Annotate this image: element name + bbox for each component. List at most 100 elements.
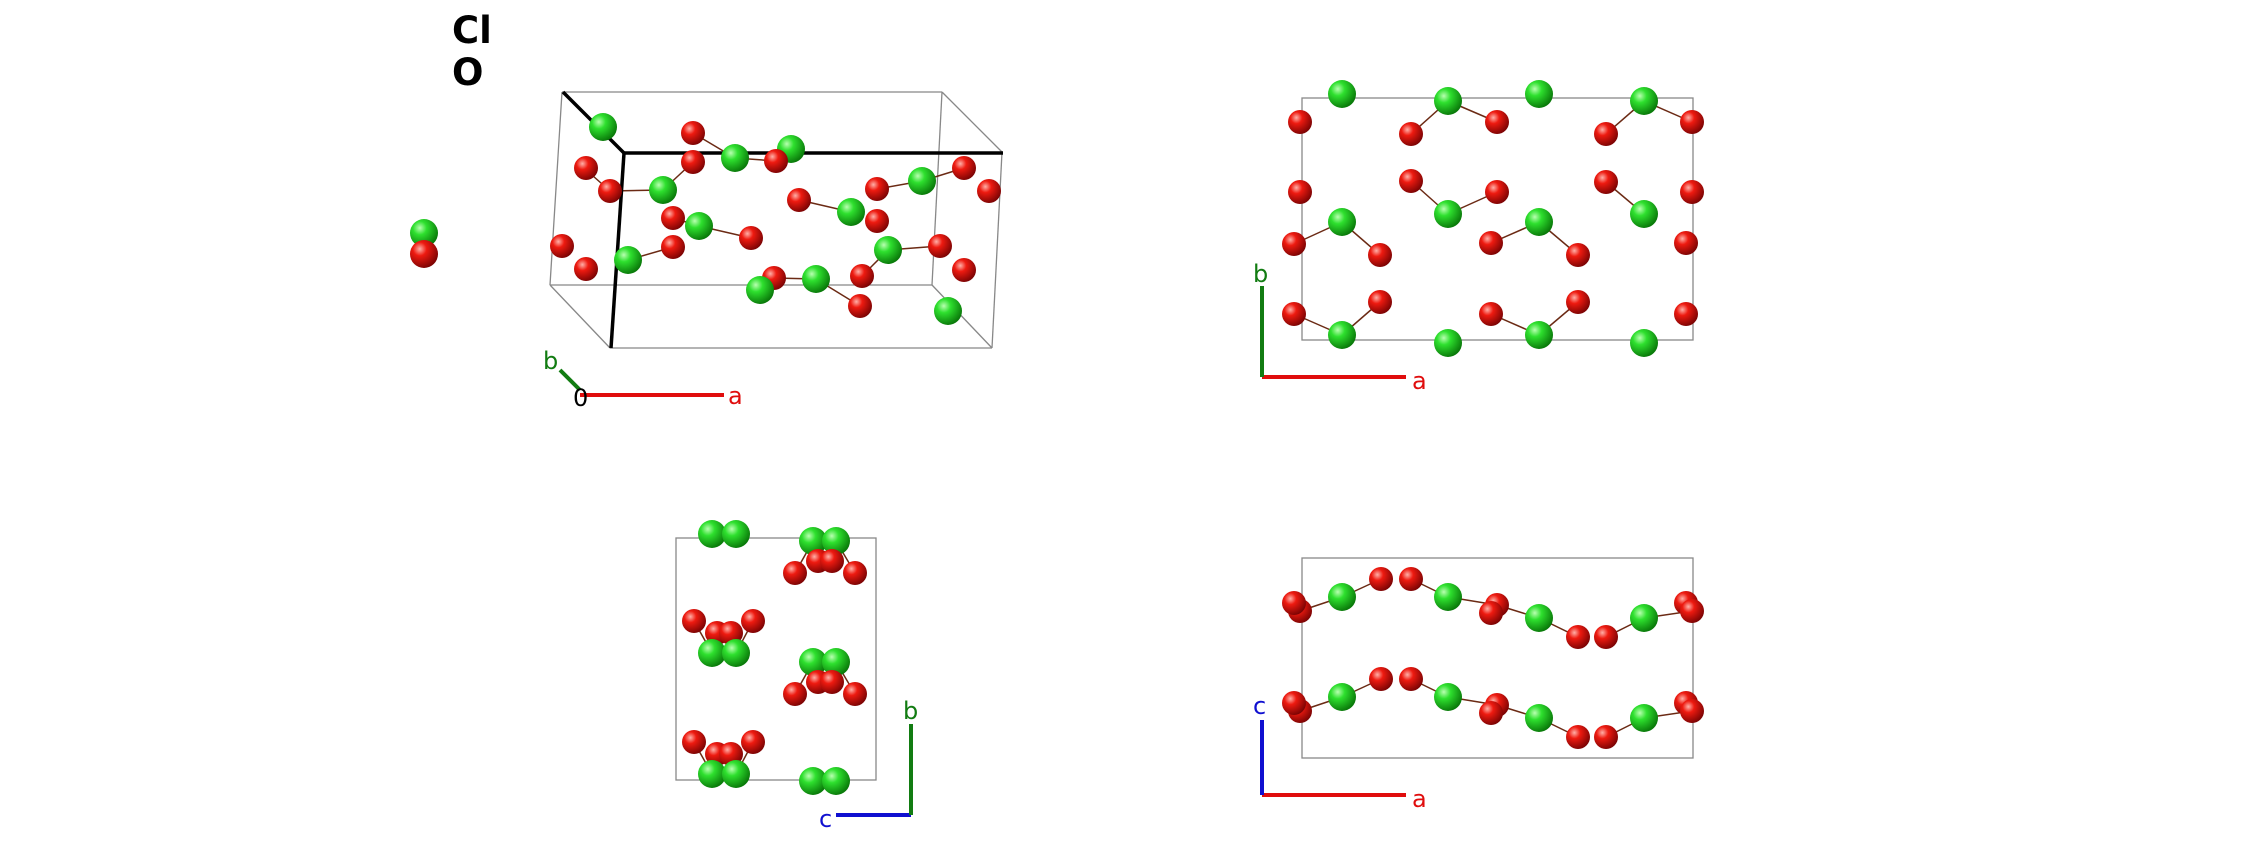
- atom-o: [783, 682, 807, 706]
- atom-o: [820, 549, 844, 573]
- atom-cl: [698, 760, 726, 788]
- atom-cl: [822, 648, 850, 676]
- atom-o: [1282, 591, 1306, 615]
- atom-o: [1288, 180, 1312, 204]
- atom-cl: [1525, 704, 1553, 732]
- axis-label-b: b: [543, 347, 558, 375]
- atom-o: [598, 179, 622, 203]
- atom-cl: [1328, 208, 1356, 236]
- atom-o: [574, 257, 598, 281]
- atom-cl: [799, 767, 827, 795]
- atoms: [550, 113, 1001, 325]
- atom-cl: [746, 276, 774, 304]
- atom-o: [1680, 599, 1704, 623]
- atom-cl: [1630, 604, 1658, 632]
- atom-cl: [698, 520, 726, 548]
- panel-view-cb: b c: [675, 520, 918, 833]
- atom-o: [977, 179, 1001, 203]
- atom-o: [550, 234, 574, 258]
- atom-cl: [908, 167, 936, 195]
- atom-cl: [1328, 683, 1356, 711]
- atom-o: [1566, 725, 1590, 749]
- atom-o: [1479, 231, 1503, 255]
- atom-o: [1399, 667, 1423, 691]
- atom-cl: [822, 767, 850, 795]
- atom-cl: [1630, 87, 1658, 115]
- atom-cl: [722, 760, 750, 788]
- atom-o: [739, 226, 763, 250]
- atom-o: [848, 294, 872, 318]
- atom-o: [1282, 691, 1306, 715]
- atom-cl: [1630, 200, 1658, 228]
- unit-cell-box: [1301, 557, 1694, 759]
- atom-cl: [1434, 583, 1462, 611]
- atom-cl: [1434, 329, 1462, 357]
- atom-cl: [1630, 704, 1658, 732]
- atom-cl: [1525, 321, 1553, 349]
- atom-cl: [934, 297, 962, 325]
- atom-cl: [802, 265, 830, 293]
- atom-o: [1399, 122, 1423, 146]
- atoms: [1282, 80, 1704, 357]
- atom-cl: [721, 144, 749, 172]
- atom-o: [1674, 231, 1698, 255]
- axis-label-origin: 0: [573, 384, 588, 412]
- atom-o: [850, 264, 874, 288]
- atom-o: [1479, 302, 1503, 326]
- atom-o: [787, 188, 811, 212]
- atom-o: [1594, 625, 1618, 649]
- atom-o: [843, 561, 867, 585]
- atom-cl: [589, 113, 617, 141]
- atom-cl: [1434, 87, 1462, 115]
- atom-o: [1479, 601, 1503, 625]
- atom-o: [928, 234, 952, 258]
- atom-o: [1680, 180, 1704, 204]
- atom-o: [1369, 567, 1393, 591]
- legend-o-atom-icon: [410, 240, 438, 268]
- atom-o: [1368, 243, 1392, 267]
- atom-cl: [649, 176, 677, 204]
- atom-o: [681, 150, 705, 174]
- atom-cl: [799, 527, 827, 555]
- axis-indicator: b c: [819, 697, 918, 833]
- atom-o: [1566, 243, 1590, 267]
- axis-label-c: c: [819, 805, 832, 833]
- atom-o: [843, 682, 867, 706]
- atom-o: [1680, 110, 1704, 134]
- atom-o: [952, 156, 976, 180]
- atom-o: [1485, 110, 1509, 134]
- atoms: [682, 520, 867, 795]
- atom-o: [1368, 290, 1392, 314]
- axis-label-b: b: [903, 697, 918, 725]
- atom-cl: [614, 246, 642, 274]
- atom-cl: [1525, 80, 1553, 108]
- atom-cl: [1328, 80, 1356, 108]
- atom-cl: [722, 639, 750, 667]
- atom-o: [820, 670, 844, 694]
- atom-o: [682, 730, 706, 754]
- atom-o: [574, 156, 598, 180]
- atom-o: [682, 609, 706, 633]
- atom-cl: [1630, 329, 1658, 357]
- atom-cl: [1328, 583, 1356, 611]
- panel-perspective: b 0 a: [543, 90, 1003, 412]
- axis-label-c: c: [1253, 692, 1266, 720]
- axis-indicator: b 0 a: [543, 347, 743, 412]
- atom-o: [764, 149, 788, 173]
- atom-o: [1282, 232, 1306, 256]
- atoms: [1282, 567, 1704, 749]
- atom-o: [1680, 699, 1704, 723]
- atom-o: [719, 742, 743, 766]
- atom-o: [1369, 667, 1393, 691]
- unit-cell-box: [1301, 97, 1694, 341]
- atom-cl: [799, 648, 827, 676]
- atom-o: [741, 609, 765, 633]
- atom-cl: [1525, 604, 1553, 632]
- atom-o: [1566, 625, 1590, 649]
- axis-label-b: b: [1253, 260, 1268, 288]
- atom-o: [719, 621, 743, 645]
- atom-o: [681, 121, 705, 145]
- atom-o: [865, 177, 889, 201]
- axis-label-a: a: [1412, 367, 1427, 395]
